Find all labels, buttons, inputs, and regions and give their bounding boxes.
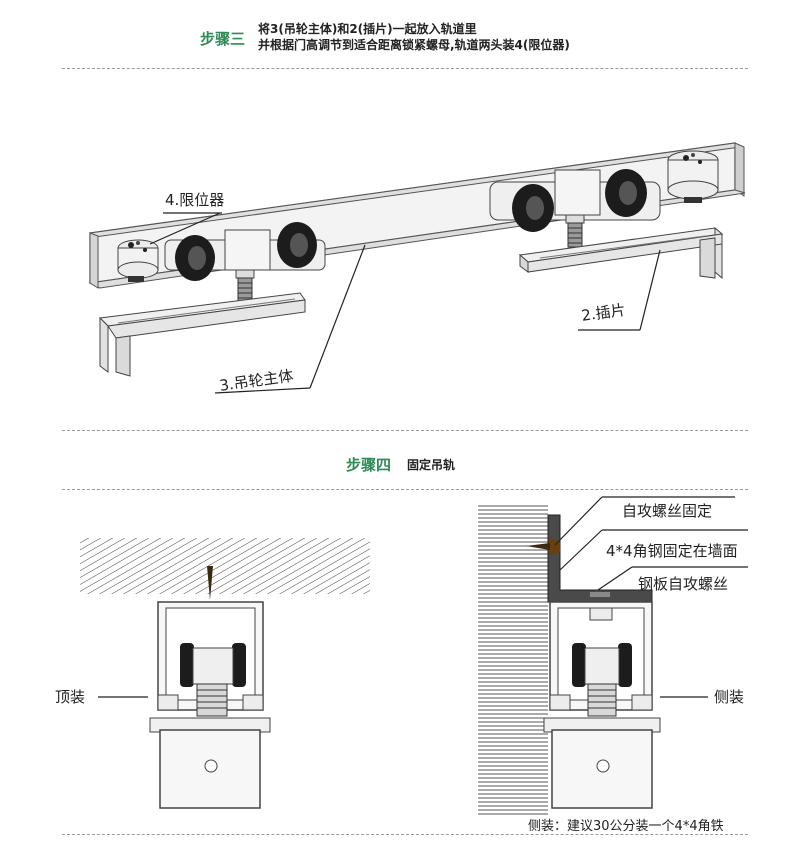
insert-plate-left xyxy=(98,292,306,377)
footnote: 侧装：建议30公分装一个4*4角铁 xyxy=(528,819,724,834)
insert-plate-right xyxy=(518,226,724,280)
label-plate-screw: 钢板自攻螺丝 xyxy=(638,575,729,593)
step4-title: 步骤四 xyxy=(346,456,392,474)
roller-carriage-right xyxy=(489,169,661,248)
label-angle: 4*4角钢固定在墙面 xyxy=(606,542,738,560)
separator-top xyxy=(62,68,748,69)
label-side-mount: 侧装 xyxy=(714,688,745,706)
leader-stopper xyxy=(149,212,221,245)
separator-step4 xyxy=(62,489,748,490)
track-assembly-diagram xyxy=(88,142,746,394)
leader-body xyxy=(309,244,366,389)
stopper-left xyxy=(117,239,159,282)
step3-line1: 将3(吊轮主体)和2(插片)一起放入轨道里 xyxy=(258,22,477,36)
step3-title: 步骤三 xyxy=(200,30,246,48)
label-stopper: 4.限位器 xyxy=(165,191,225,209)
side-mount-diagram xyxy=(478,496,748,815)
separator-bottom xyxy=(62,834,748,835)
label-screw: 自攻螺丝固定 xyxy=(622,502,713,520)
step3-line2: 并根据门高调节到适合距离锁紧螺母,轨道两头装4(限位器) xyxy=(258,38,570,52)
roller-carriage-left xyxy=(164,222,326,303)
label-top-mount: 顶装 xyxy=(55,688,86,706)
top-mount-diagram xyxy=(80,538,370,809)
step4-subtitle: 固定吊轨 xyxy=(407,458,456,472)
leader-insert xyxy=(639,249,661,331)
separator-middle xyxy=(62,430,748,431)
stopper-right xyxy=(667,150,719,203)
